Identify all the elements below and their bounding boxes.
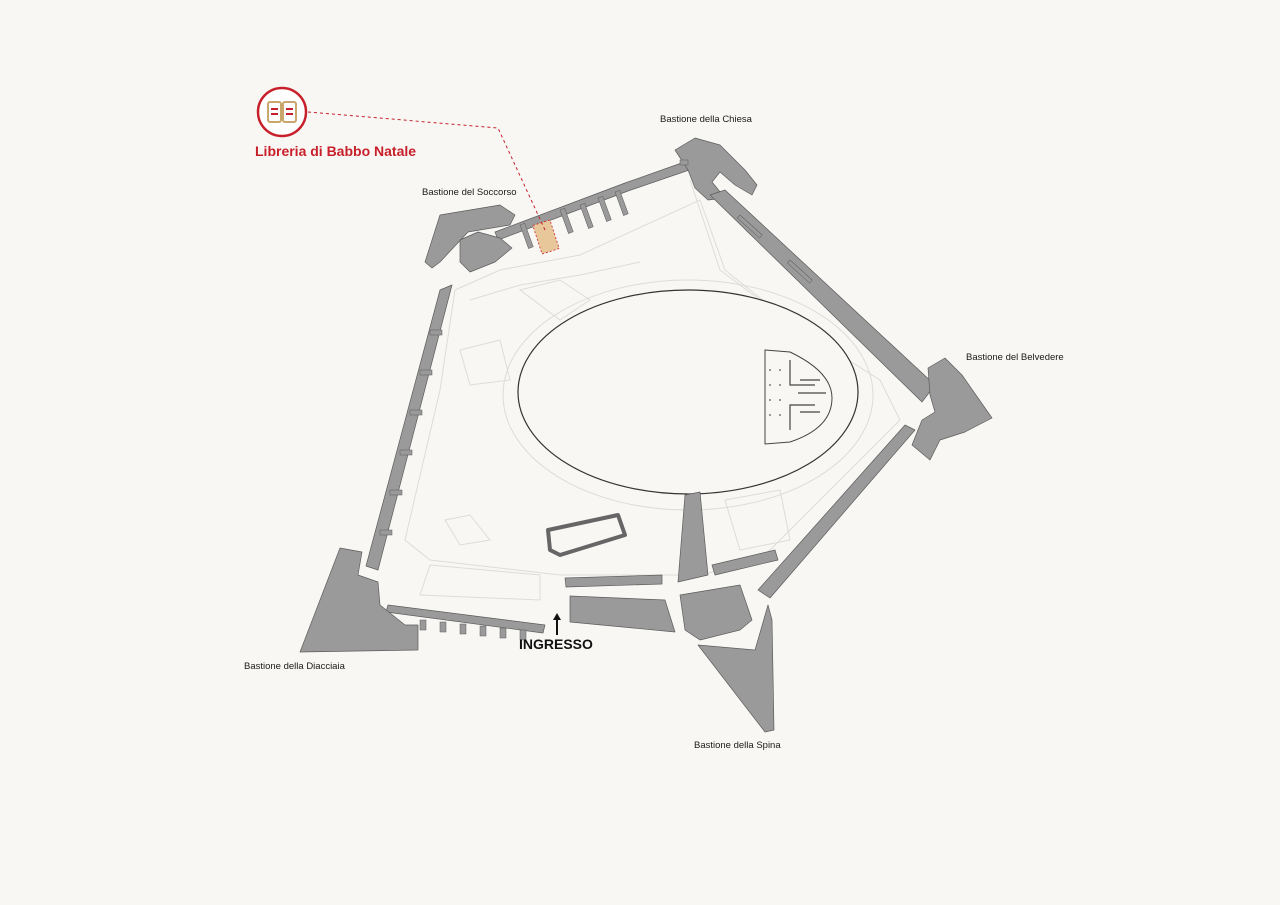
label-bastione-chiesa: Bastione della Chiesa xyxy=(660,114,752,125)
poi-leader-line xyxy=(307,111,546,231)
arrow-up-icon xyxy=(553,613,561,635)
poi-title[interactable]: Libreria di Babbo Natale xyxy=(255,143,417,159)
label-bastione-spina: Bastione della Spina xyxy=(694,740,781,751)
label-bastione-soccorso: Bastione del Soccorso xyxy=(422,187,517,198)
open-book-icon[interactable] xyxy=(256,86,308,138)
label-bastione-belvedere: Bastione del Belvedere xyxy=(966,352,1064,363)
entrance-label: INGRESSO xyxy=(519,636,593,652)
inner-building xyxy=(764,349,833,445)
fortress-walls xyxy=(299,137,993,733)
library-room[interactable] xyxy=(532,219,560,255)
label-bastione-diacciaia: Bastione della Diacciaia xyxy=(244,661,345,672)
